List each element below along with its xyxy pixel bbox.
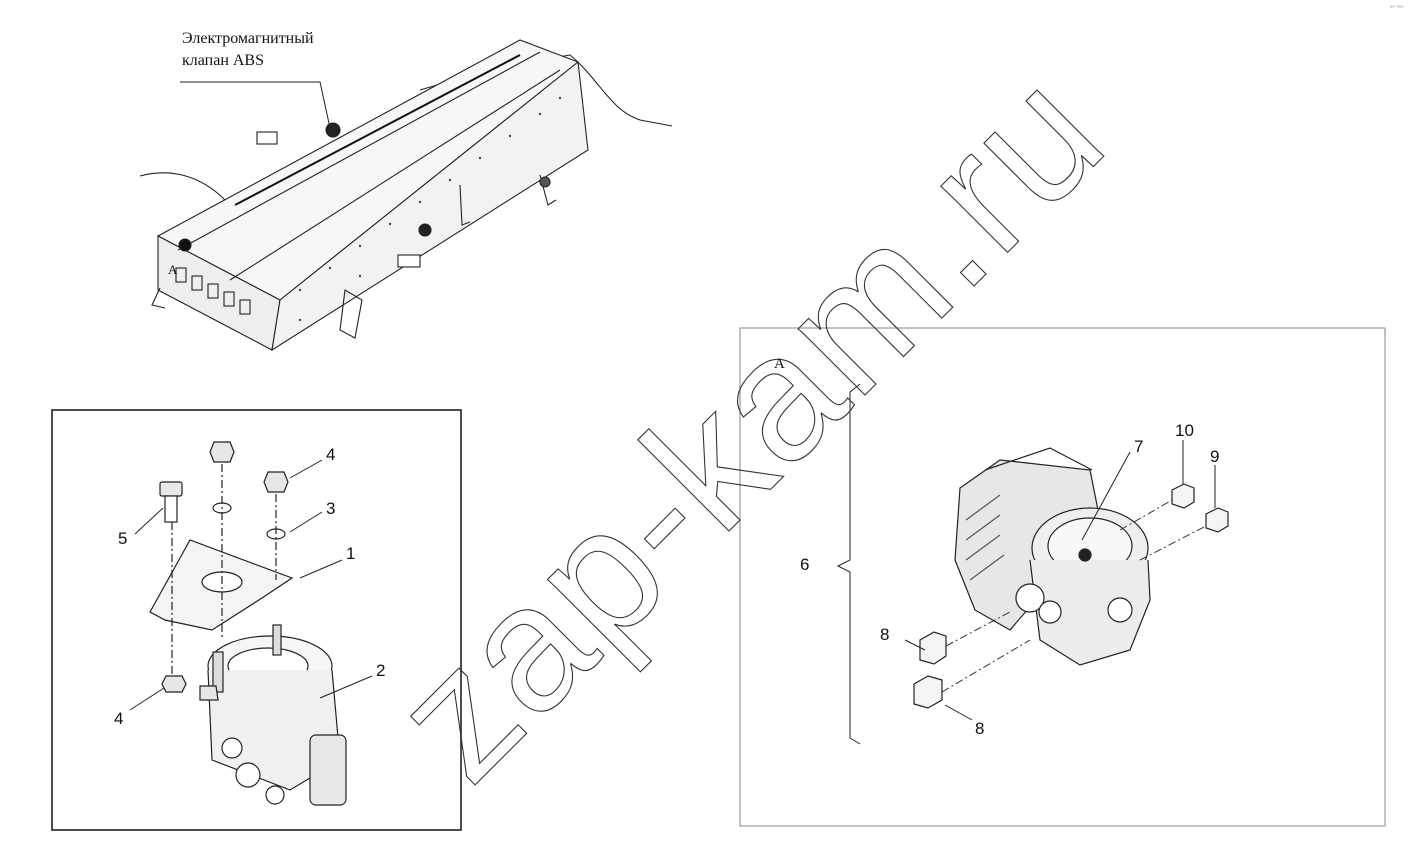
- abs-valve-label-line2: клапан ABS: [182, 52, 264, 69]
- left-leaders: [129, 459, 373, 711]
- callout-right-7: 7: [1134, 437, 1144, 456]
- right-panel-parts: [913, 447, 1229, 709]
- left-panel-border: [51, 409, 462, 831]
- abs-valve-label-line1: Электромагнитный: [182, 30, 314, 47]
- right-leaders: [904, 440, 1216, 721]
- callout-left-washer: 3: [326, 499, 336, 518]
- abs-label-leader: [180, 81, 331, 129]
- assembly-bracket: [836, 383, 861, 745]
- right-axis-lines: [941, 499, 1207, 693]
- callout-left-bolt: 5: [118, 529, 128, 548]
- callout-right-assembly-6: 6: [800, 555, 810, 574]
- callout-right-fitting-8-top: 8: [880, 625, 890, 644]
- callout-left-valve: 2: [376, 661, 386, 680]
- right-panel-border: [739, 327, 1386, 827]
- callout-left-bracket: 1: [346, 544, 356, 563]
- callout-right-fitting-10: 10: [1175, 421, 1194, 440]
- truck-frame: [139, 39, 673, 352]
- callout-left-nut-bottom: 4: [114, 709, 124, 728]
- left-panel-parts: [149, 441, 347, 806]
- callout-right-fitting-8-bottom: 8: [975, 719, 985, 738]
- corner-mark: °° °°°: [1390, 6, 1404, 12]
- callout-right-fitting-9: 9: [1210, 447, 1220, 466]
- view-letter: A: [774, 356, 785, 372]
- frame-letter: A: [168, 262, 178, 277]
- callout-left-nut-top: 4: [326, 445, 336, 464]
